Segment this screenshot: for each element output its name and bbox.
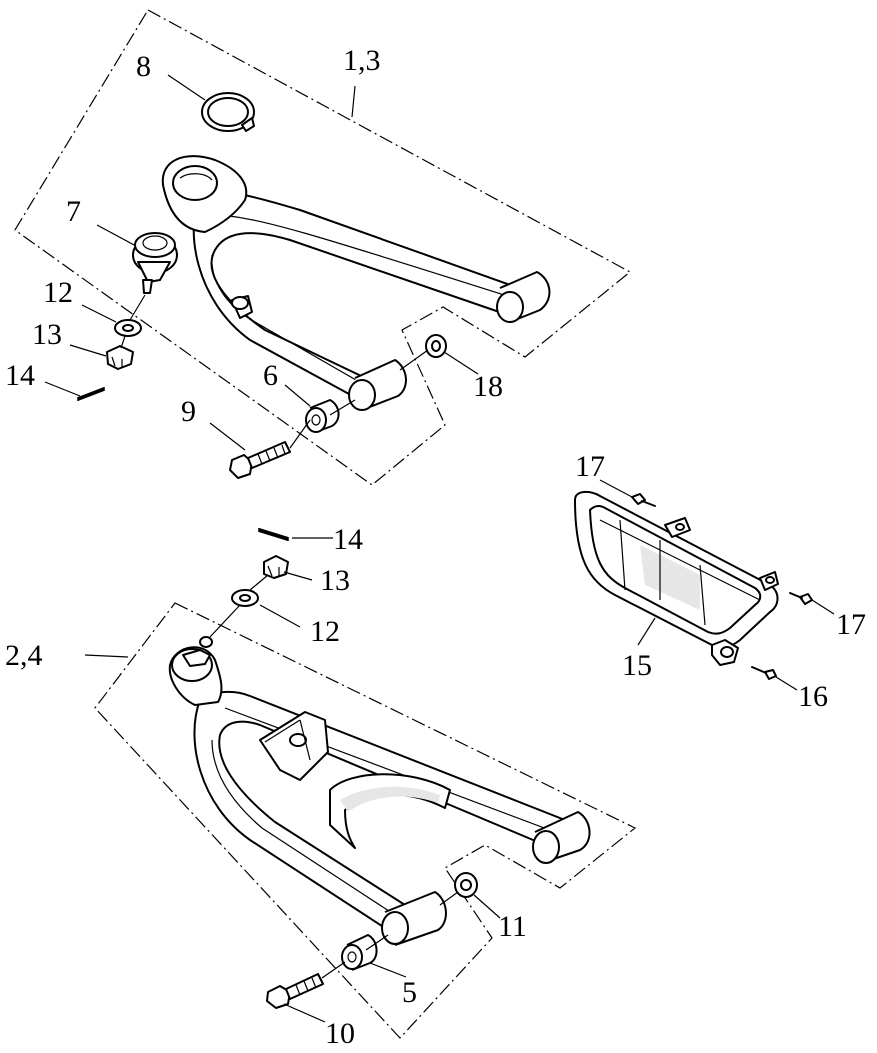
upper-bolt <box>229 441 291 479</box>
guard-assembly <box>574 490 813 680</box>
lower-bolt <box>266 973 324 1009</box>
label-15: 15 <box>622 649 652 682</box>
label-16: 16 <box>798 680 828 713</box>
upper-cotter-pin <box>77 387 105 401</box>
lower-bushing-rear <box>532 811 591 864</box>
guard-bolt-top <box>631 493 656 507</box>
label-18: 18 <box>473 370 503 403</box>
leader-lines <box>44 74 835 1023</box>
upper-arm-assembly <box>14 9 632 486</box>
label-13-upper: 13 <box>32 318 62 351</box>
lower-arm-assembly <box>94 528 637 1039</box>
upper-ball-joint <box>132 232 178 294</box>
label-9: 9 <box>181 395 196 428</box>
upper-control-arm <box>161 155 551 411</box>
label-10: 10 <box>325 1017 355 1050</box>
upper-castle-nut <box>106 345 134 370</box>
label-12-upper: 12 <box>43 276 73 309</box>
upper-flange-washer <box>425 334 447 358</box>
upper-washer <box>114 319 142 337</box>
lower-bushing-front <box>381 891 447 946</box>
lower-washer <box>231 589 259 607</box>
upper-assembly-boundary <box>14 9 632 486</box>
lower-cotter-pin <box>258 528 289 541</box>
guard-bolt-right <box>789 592 813 605</box>
label-14-upper: 14 <box>5 359 35 392</box>
lower-assembly-boundary <box>94 602 637 1039</box>
label-1-3: 1,3 <box>343 44 381 77</box>
circlip <box>201 92 255 132</box>
label-7: 7 <box>66 195 81 228</box>
label-13-lower: 13 <box>320 564 350 597</box>
label-6: 6 <box>263 359 278 392</box>
label-12-lower: 12 <box>310 615 340 648</box>
label-5: 5 <box>402 976 417 1009</box>
lower-spacer <box>341 934 378 971</box>
lower-control-arm <box>168 636 591 946</box>
upper-bushing-front <box>348 359 407 411</box>
label-11: 11 <box>498 910 527 943</box>
label-17-top: 17 <box>575 450 605 483</box>
guard-bolt-bottom <box>751 666 777 680</box>
lower-castle-nut <box>263 555 289 579</box>
label-2-4: 2,4 <box>5 639 43 672</box>
upper-spacer <box>305 399 340 433</box>
upper-bushing-rear <box>496 271 551 323</box>
lower-flange-washer <box>454 872 478 898</box>
label-8: 8 <box>136 50 151 83</box>
label-17-right: 17 <box>836 608 866 641</box>
part-labels: 1,3 8 7 12 13 14 9 6 18 14 13 12 2,4 5 1… <box>5 44 866 1050</box>
label-14-lower: 14 <box>333 523 363 556</box>
